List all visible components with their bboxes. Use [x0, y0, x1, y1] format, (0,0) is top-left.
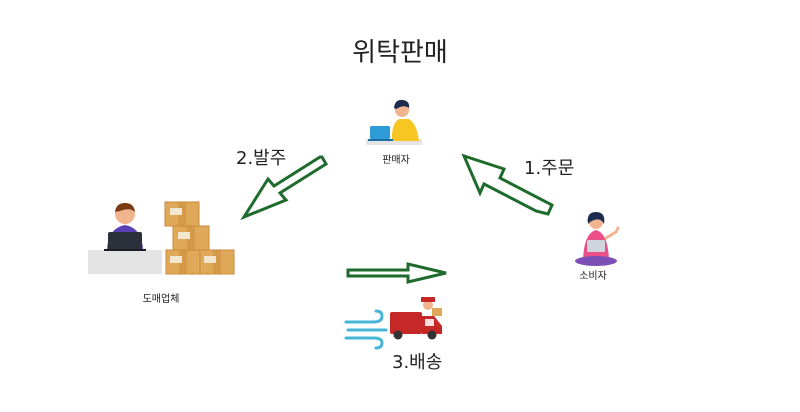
wind-lines-icon [344, 309, 388, 350]
seller-illustration [366, 99, 422, 145]
consumer-illustration [575, 212, 620, 266]
arrow-delivery [346, 262, 447, 284]
consumer-caption: 소비자 [579, 271, 607, 282]
wholesaler-caption: 도매업체 [142, 294, 180, 305]
arrow-order [461, 153, 554, 216]
stacked-boxes-icon [164, 201, 235, 275]
seller-caption: 판매자 [382, 155, 410, 166]
diagram-title: 위탁판매 [352, 38, 448, 68]
wholesaler-illustration [88, 203, 162, 274]
step-delivery-label: 3.배송 [392, 352, 443, 373]
step-place-order-label: 2.발주 [236, 148, 287, 169]
step-order-label: 1.주문 [524, 158, 575, 179]
delivery-truck-icon [390, 297, 442, 340]
arrow-place-order [240, 155, 329, 221]
